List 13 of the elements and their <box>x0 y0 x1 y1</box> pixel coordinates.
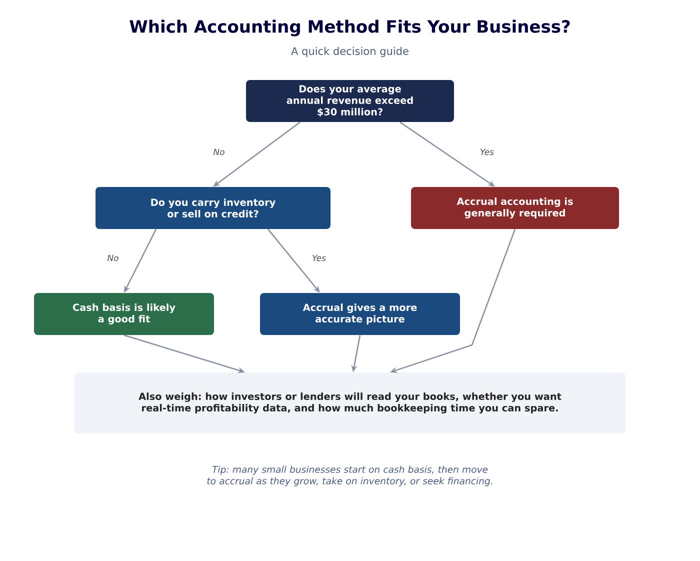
result-box: Cash basis is likely a good fit <box>34 293 214 335</box>
decision-box: Does your average annual revenue exceed $30 million? <box>246 80 454 122</box>
edge-label: Yes <box>479 148 495 156</box>
edge-label: Yes <box>311 254 327 262</box>
tip-note: Tip: many small businesses start on cash basis, then move to accrual as they grow, take on inventory, or seek financing. <box>207 466 492 486</box>
result-box: Accrual gives a more accurate picture <box>260 293 460 335</box>
result-box: Accrual accounting is generally required <box>411 187 619 229</box>
note-box: Also weigh: how investors or lenders will read your books, whether you want real-time profitability data, and how much bookkeeping time you can spare. <box>74 372 626 434</box>
edge-label: No <box>212 148 226 156</box>
title: Which Accounting Method Fits Your Business? <box>130 20 570 36</box>
decision-box: Do you carry inventory or sell on credit? <box>96 187 330 229</box>
edge-label: No <box>106 254 120 262</box>
subtitle: A quick decision guide <box>291 46 408 58</box>
